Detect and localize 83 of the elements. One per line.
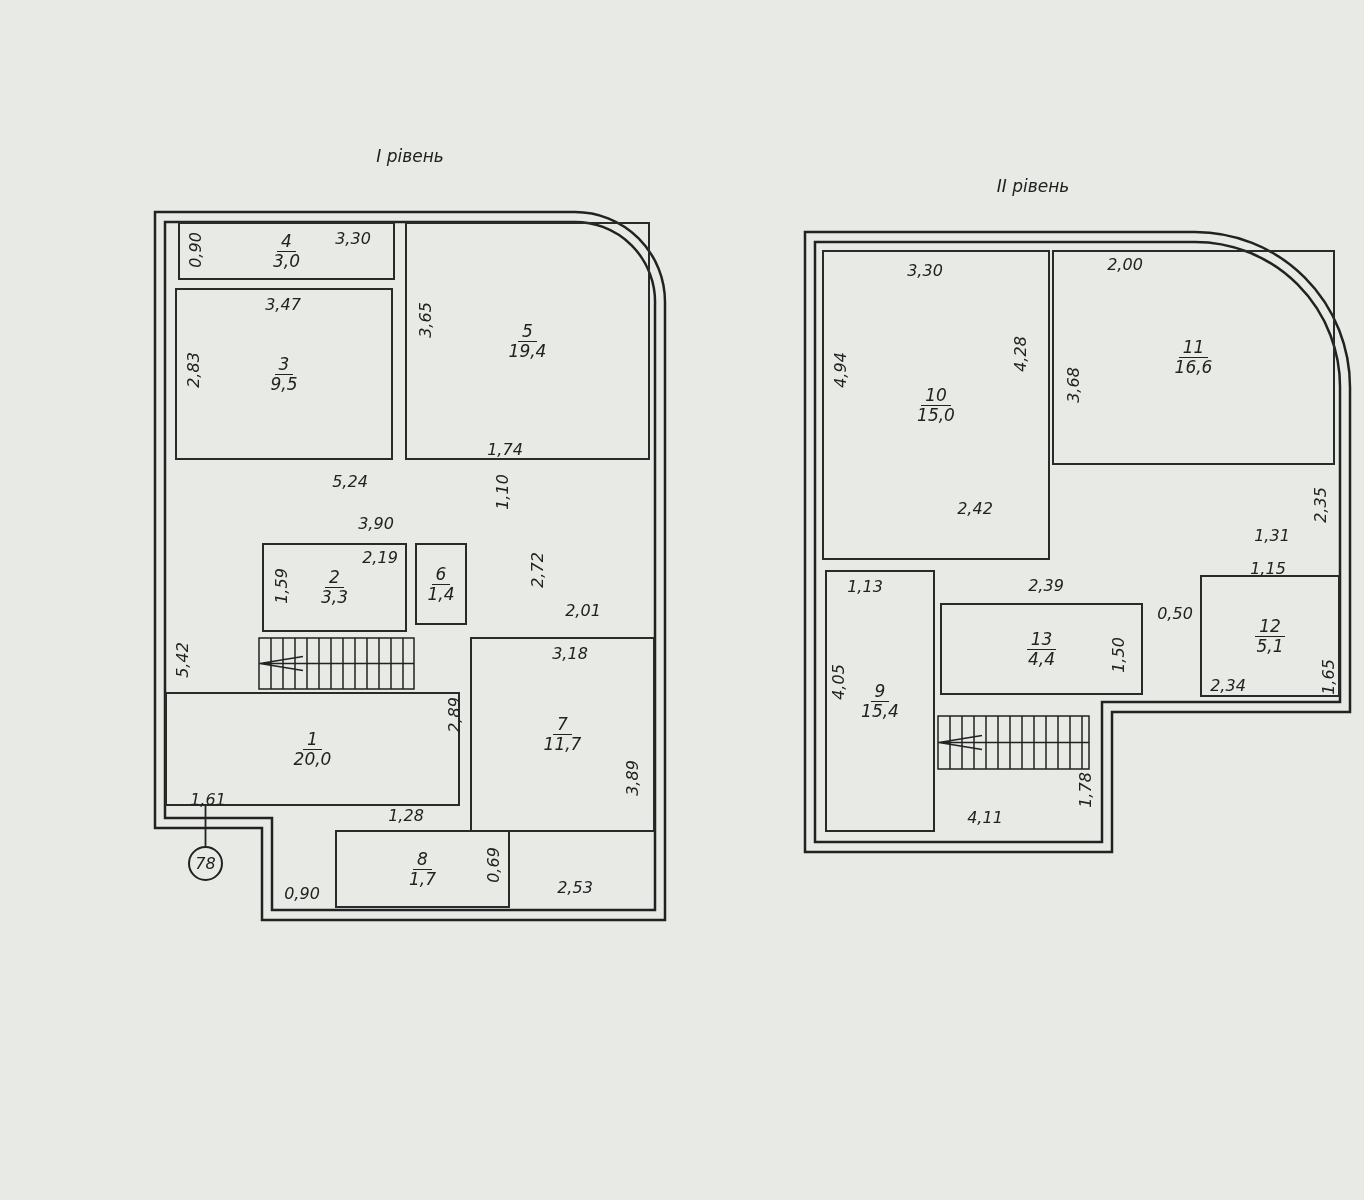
room-area: 3,0 bbox=[272, 251, 300, 271]
room bbox=[822, 250, 1050, 560]
dimension-label: 3,18 bbox=[552, 643, 588, 663]
dimension-label: 2,39 bbox=[1028, 575, 1064, 595]
room-area: 15,4 bbox=[861, 701, 899, 721]
dimension-label: 1,15 bbox=[1250, 558, 1286, 578]
room-area: 15,0 bbox=[917, 405, 955, 425]
dimension-label: 1,13 bbox=[847, 576, 883, 596]
dimension-label: 2,01 bbox=[565, 600, 601, 620]
room-area: 11,7 bbox=[543, 735, 582, 754]
leader-line bbox=[204, 805, 207, 847]
room-number: 12 bbox=[1255, 616, 1285, 637]
room-number: 2 bbox=[325, 568, 344, 588]
dimension-label: 0,90 bbox=[185, 232, 205, 268]
room bbox=[405, 222, 650, 460]
room bbox=[1052, 250, 1335, 465]
room-number: 3 bbox=[274, 354, 294, 375]
dimension-label: 2,89 bbox=[444, 697, 464, 733]
dimension-label: 2,53 bbox=[557, 877, 593, 897]
dimension-label: 2,35 bbox=[1310, 487, 1330, 523]
dimension-label: 3,47 bbox=[265, 294, 301, 314]
dimension-label: 2,42 bbox=[957, 498, 993, 518]
room bbox=[940, 603, 1143, 695]
dimension-label: 1,10 bbox=[492, 474, 512, 510]
room-area: 1,4 bbox=[427, 584, 455, 604]
callout-circle: 78 bbox=[188, 846, 223, 881]
dimension-label: 3,90 bbox=[358, 513, 394, 533]
dimension-label: 5,24 bbox=[332, 471, 368, 491]
dimension-label: 2,00 bbox=[1107, 254, 1143, 274]
dimension-label: 5,42 bbox=[172, 642, 192, 678]
dimension-label: 3,30 bbox=[335, 228, 371, 248]
dimension-label: 2,83 bbox=[183, 352, 203, 388]
dimension-label: 1,28 bbox=[388, 805, 424, 825]
room-area: 19,4 bbox=[508, 341, 547, 361]
dimension-label: 4,28 bbox=[1010, 336, 1030, 372]
room bbox=[335, 830, 510, 908]
dimension-label: 1,78 bbox=[1075, 772, 1095, 808]
room-number: 13 bbox=[1026, 629, 1057, 650]
room-area: 20,0 bbox=[293, 749, 332, 769]
room-area: 3,3 bbox=[320, 588, 348, 607]
room bbox=[165, 692, 460, 806]
dimension-label: 2,72 bbox=[527, 552, 547, 588]
dimension-label: 3,89 bbox=[622, 760, 642, 796]
dimension-label: 1,50 bbox=[1108, 637, 1128, 673]
dimension-label: 2,19 bbox=[362, 547, 398, 567]
room bbox=[825, 570, 935, 832]
room-number: 1 bbox=[303, 729, 322, 750]
dimension-label: 1,74 bbox=[487, 439, 523, 459]
room bbox=[1200, 575, 1340, 697]
dimension-label: 0,50 bbox=[1157, 603, 1193, 623]
dimension-label: 0,90 bbox=[284, 883, 320, 903]
room-number: 4 bbox=[277, 231, 296, 252]
dimension-label: 0,69 bbox=[483, 847, 503, 883]
room bbox=[262, 543, 407, 632]
room-number: 9 bbox=[870, 681, 890, 702]
dimension-label: 2,34 bbox=[1210, 675, 1246, 695]
dimension-label: 4,11 bbox=[967, 807, 1003, 827]
room-number: 10 bbox=[921, 385, 951, 406]
dimension-label: 4,94 bbox=[830, 352, 850, 388]
dimension-label: 1,61 bbox=[190, 789, 226, 809]
room bbox=[175, 288, 393, 460]
dimension-label: 4,05 bbox=[828, 664, 848, 700]
room-number: 6 bbox=[431, 564, 451, 585]
room-number: 11 bbox=[1178, 338, 1209, 358]
room bbox=[415, 543, 467, 625]
level-heading: I рівень bbox=[376, 146, 444, 166]
room-area: 4,4 bbox=[1027, 649, 1055, 669]
room-area: 5,1 bbox=[1256, 636, 1284, 656]
level-heading: II рівень bbox=[996, 176, 1070, 196]
room bbox=[178, 222, 395, 280]
room bbox=[470, 637, 655, 832]
room-area: 1,7 bbox=[408, 869, 436, 889]
room-number: 5 bbox=[518, 321, 537, 342]
dimension-label: 1,31 bbox=[1254, 525, 1290, 545]
dimension-label: 1,65 bbox=[1318, 659, 1338, 695]
room-number: 8 bbox=[413, 849, 432, 870]
dimension-label: 3,68 bbox=[1063, 367, 1083, 403]
dimension-label: 1,59 bbox=[271, 568, 291, 604]
dimension-label: 3,30 bbox=[907, 260, 943, 280]
room-number: 7 bbox=[553, 715, 572, 735]
room-area: 16,6 bbox=[1174, 358, 1213, 377]
dimension-label: 3,65 bbox=[415, 302, 435, 338]
room-area: 9,5 bbox=[270, 374, 298, 394]
